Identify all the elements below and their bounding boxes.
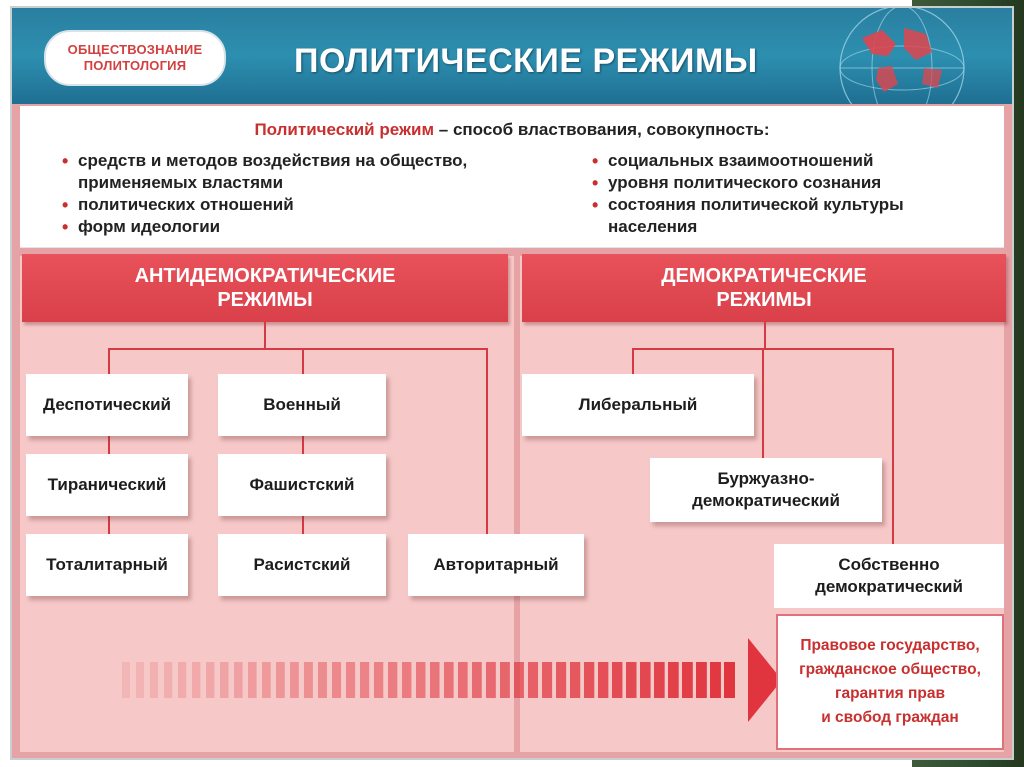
proper-label-2: демократический: [815, 577, 963, 596]
regime-bourgeois-democratic: Буржуазно- демократический: [650, 458, 882, 522]
arrow-stripe: [584, 662, 595, 698]
arrow-stripe: [682, 662, 693, 698]
arrow-stripe: [122, 662, 130, 698]
regime-military: Военный: [218, 374, 386, 436]
democratic-header: ДЕМОКРАТИЧЕСКИЕ РЕЖИМЫ: [522, 254, 1006, 322]
arrow-stripe: [626, 662, 637, 698]
connector-line: [108, 348, 488, 350]
anti-democratic-label-2: РЕЖИМЫ: [217, 289, 313, 311]
connector-line: [762, 348, 764, 460]
arrow-stripe: [724, 662, 735, 698]
arrow-stripe: [234, 662, 243, 698]
arrow-stripe: [360, 662, 370, 698]
arrow-stripe: [290, 662, 299, 698]
arrow-stripe: [668, 662, 679, 698]
list-item: форм идеологии: [62, 216, 467, 238]
anti-democratic-label-1: АНТИДЕМОКРАТИЧЕСКИЕ: [134, 265, 396, 287]
arrow-stripe: [486, 662, 496, 698]
regime-despotic: Деспотический: [26, 374, 188, 436]
arrow-stripe: [262, 662, 271, 698]
list-item: средств и методов воздействия на обществ…: [62, 150, 467, 172]
arrow-stripe: [430, 662, 440, 698]
arrow-stripe: [640, 662, 651, 698]
arrow-stripe: [304, 662, 313, 698]
connector-line: [264, 322, 266, 350]
result-line-2: гражданское общество,: [799, 661, 981, 678]
regime-totalitarian: Тоталитарный: [26, 534, 188, 596]
arrow-stripe: [136, 662, 145, 698]
arrow-stripe: [164, 662, 173, 698]
subject-badge: ОБЩЕСТВОЗНАНИЕ ПОЛИТОЛОГИЯ: [44, 30, 226, 86]
bourgeois-label-1: Буржуазно-: [717, 469, 815, 488]
arrow-stripe: [318, 662, 327, 698]
header-bar: ОБЩЕСТВОЗНАНИЕ ПОЛИТОЛОГИЯ ПОЛИТИЧЕСКИЕ …: [12, 8, 1012, 104]
arrow-stripe: [150, 662, 159, 698]
definition-term: Политический режим: [254, 120, 435, 139]
list-item: политических отношений: [62, 194, 467, 216]
badge-line-1: ОБЩЕСТВОЗНАНИЕ: [67, 42, 203, 57]
anti-democratic-header: АНТИДЕМОКРАТИЧЕСКИЕ РЕЖИМЫ: [22, 254, 508, 322]
democratic-label-2: РЕЖИМЫ: [716, 289, 812, 311]
list-item: состояния политической культуры: [592, 194, 904, 216]
globe-icon: [792, 8, 1002, 104]
definition-list-right: социальных взаимоотношений уровня полити…: [592, 150, 904, 238]
bourgeois-label-2: демократический: [692, 491, 840, 510]
regime-liberal: Либеральный: [522, 374, 754, 436]
arrow-stripe: [276, 662, 285, 698]
slide: ОБЩЕСТВОЗНАНИЕ ПОЛИТОЛОГИЯ ПОЛИТИЧЕСКИЕ …: [10, 6, 1014, 760]
arrow-stripe: [416, 662, 426, 698]
arrow-stripe: [346, 662, 356, 698]
arrow-stripe: [612, 662, 623, 698]
regime-racist: Расистский: [218, 534, 386, 596]
result-line-3: гарантия прав: [835, 685, 945, 702]
list-item-continuation: населения: [608, 217, 698, 236]
arrow-stripe: [444, 662, 454, 698]
result-line-4: и свобод граждан: [821, 709, 959, 726]
arrow-stripe: [178, 662, 187, 698]
proper-label-1: Собственно: [838, 555, 940, 574]
arrow-stripe: [388, 662, 398, 698]
arrow-stripe: [206, 662, 215, 698]
list-item: социальных взаимоотношений: [592, 150, 904, 172]
arrow-stripe: [654, 662, 665, 698]
arrow-stripe: [402, 662, 412, 698]
arrow-stripe: [332, 662, 342, 698]
result-box: Правовое государство, гражданское общест…: [776, 614, 1004, 750]
arrow-stripe: [248, 662, 257, 698]
progress-arrow: [122, 636, 782, 724]
regime-fascist: Фашистский: [218, 454, 386, 516]
arrow-stripe: [598, 662, 609, 698]
arrow-stripe: [710, 662, 721, 698]
regime-authoritarian: Авторитарный: [408, 534, 584, 596]
page-title: ПОЛИТИЧЕСКИЕ РЕЖИМЫ: [294, 42, 758, 80]
arrow-stripe: [374, 662, 384, 698]
badge-line-2: ПОЛИТОЛОГИЯ: [83, 58, 187, 73]
definition-text: Политический режим – способ властвования…: [20, 120, 1004, 140]
arrow-stripe: [696, 662, 707, 698]
definition-block: Политический режим – способ властвования…: [20, 106, 1004, 248]
connector-line: [486, 348, 488, 538]
arrow-stripe: [472, 662, 482, 698]
arrow-stripe: [500, 662, 510, 698]
definition-list-left: средств и методов воздействия на обществ…: [62, 150, 467, 238]
regime-tyrannical: Тиранический: [26, 454, 188, 516]
arrow-stripe: [556, 662, 567, 698]
arrow-stripe: [458, 662, 468, 698]
arrow-stripe: [514, 662, 524, 698]
definition-rest: – способ властвования, совокупность:: [434, 120, 770, 139]
connector-line: [764, 322, 766, 350]
result-line-1: Правовое государство,: [800, 637, 980, 654]
democratic-label-1: ДЕМОКРАТИЧЕСКИЕ: [661, 265, 867, 287]
arrow-stripe: [570, 662, 581, 698]
arrow-stripe: [528, 662, 539, 698]
regime-proper-democratic: Собственно демократический: [774, 544, 1004, 608]
arrow-stripe: [542, 662, 553, 698]
connector-line: [632, 348, 634, 378]
list-item: уровня политического сознания: [592, 172, 904, 194]
list-item-continuation: применяемых властями: [78, 173, 284, 192]
connector-line: [892, 348, 894, 544]
arrow-stripe: [192, 662, 201, 698]
arrow-stripe: [220, 662, 229, 698]
